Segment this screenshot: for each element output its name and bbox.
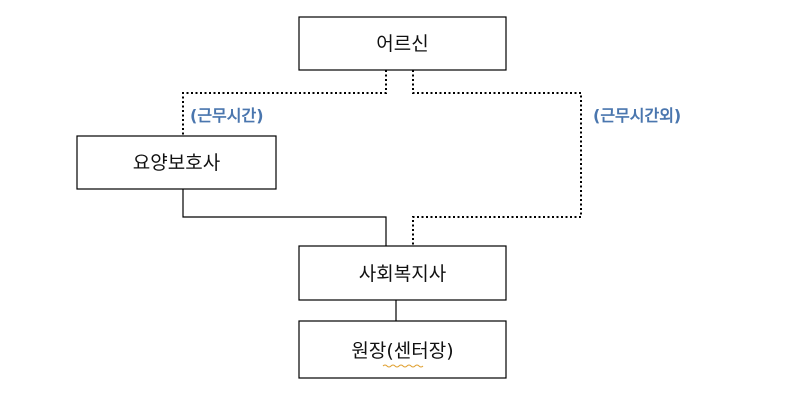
node-director: 원장(센터장): [298, 320, 507, 379]
edge-caregiver-to-social-worker: [182, 189, 387, 246]
node-elder-label: 어르신: [376, 33, 428, 55]
edge-label-working-hours: (근무시간): [190, 106, 264, 125]
edge-label-outside-working-hours: (근무시간외): [593, 106, 681, 125]
node-social-worker: 사회복지사: [298, 245, 507, 301]
spellcheck-underline: [382, 364, 424, 368]
node-director-box: [298, 320, 507, 379]
node-elder-box: [298, 16, 507, 71]
node-caregiver: 요양보호사: [76, 135, 277, 190]
edge-elder-to-caregiver: [182, 70, 387, 136]
node-caregiver-box: [76, 135, 277, 190]
node-social-worker-label: 사회복지사: [359, 263, 446, 285]
node-elder: 어르신: [298, 16, 507, 71]
edge-elder-to-social-worker: [412, 70, 582, 246]
node-social-worker-box: [298, 245, 507, 301]
node-caregiver-label: 요양보호사: [133, 152, 220, 174]
node-director-label: 원장(센터장): [351, 340, 453, 362]
